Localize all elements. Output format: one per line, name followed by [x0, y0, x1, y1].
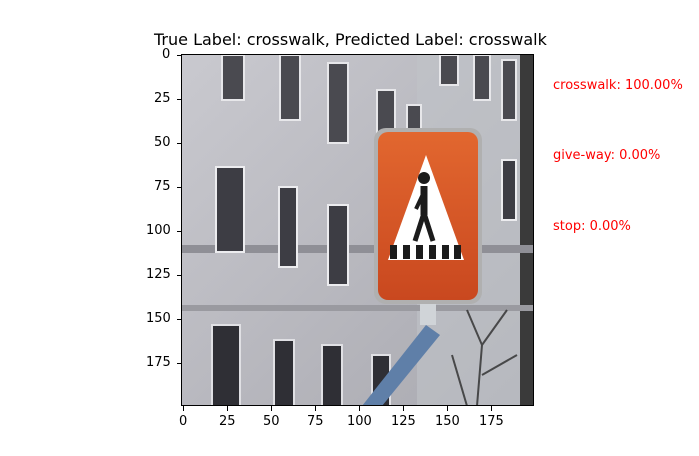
- x-tick-label: 25: [219, 414, 236, 429]
- y-tick-label: 125: [146, 267, 171, 282]
- y-tick-label: 25: [154, 91, 171, 106]
- y-tick-label: 75: [154, 179, 171, 194]
- prob-stop: stop: 0.00%: [553, 219, 631, 234]
- x-tick-label: 0: [179, 414, 188, 429]
- x-tick-label: 100: [347, 414, 372, 429]
- y-tick-label: 150: [146, 311, 171, 326]
- x-tick-label: 75: [307, 414, 324, 429]
- prob-crosswalk: crosswalk: 100.00%: [553, 78, 683, 93]
- y-tick-label: 100: [146, 223, 171, 238]
- x-tick-label: 125: [391, 414, 416, 429]
- image-panel: [182, 55, 534, 406]
- y-tick-label: 50: [154, 135, 171, 150]
- y-tick-label: 0: [162, 47, 171, 62]
- y-tick-label: 175: [146, 355, 171, 370]
- prob-give-way: give-way: 0.00%: [553, 148, 661, 163]
- x-tick-label: 175: [479, 414, 504, 429]
- x-tick-label: 50: [263, 414, 280, 429]
- plot-title: True Label: crosswalk, Predicted Label: …: [154, 30, 547, 49]
- x-tick-label: 150: [435, 414, 460, 429]
